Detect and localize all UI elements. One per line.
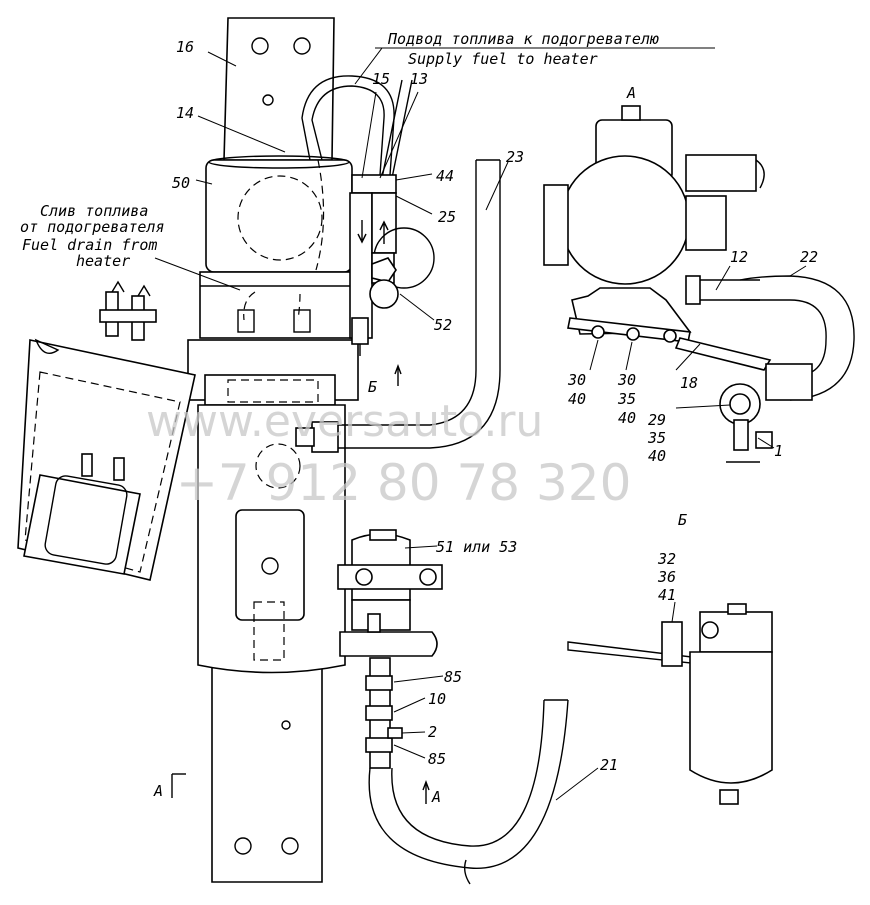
hose-21 <box>365 657 569 885</box>
fuel-filter-right <box>567 603 773 805</box>
part-label-40-c: 40 <box>648 447 666 465</box>
part-label-22: 22 <box>800 248 818 266</box>
part-label-1: 1 <box>774 442 783 460</box>
part-label-35-b: 35 <box>647 429 666 447</box>
part-label-52: 52 <box>434 316 452 334</box>
fuel-pump <box>349 174 435 356</box>
part-label-44: 44 <box>436 167 454 185</box>
part-label-2: 2 <box>428 723 437 741</box>
caption-drain-ru-1: Слив топлива <box>40 202 148 220</box>
view-a-top: А <box>626 84 636 102</box>
view-b-mark: Б <box>368 378 377 396</box>
pipe-23 <box>295 159 501 453</box>
part-label-32: 32 <box>657 550 676 568</box>
view-arrows <box>171 364 430 804</box>
view-a-left: А <box>153 782 163 800</box>
part-label-40-a: 40 <box>568 390 586 408</box>
part-label-29: 29 <box>648 411 666 429</box>
heater-view-a <box>543 105 855 463</box>
part-label-36: 36 <box>657 568 676 586</box>
caption-drain-ru-2: от подогревателя <box>20 218 165 236</box>
caption-supply-ru: Подвод топлива к подогревателю <box>387 30 659 48</box>
part-label-85-b: 85 <box>428 750 446 768</box>
part-label-18: 18 <box>680 374 698 392</box>
filter-can-left <box>17 280 196 581</box>
view-b-bottom: Б <box>678 511 687 529</box>
watermark-phone: +7 912 80 78 320 <box>176 454 631 512</box>
leader-lines <box>154 47 807 801</box>
part-label-40-b: 40 <box>618 409 636 427</box>
part-label-14: 14 <box>176 104 194 122</box>
part-label-23: 23 <box>506 148 524 166</box>
caption-drain-en-1: Fuel drain from <box>22 236 157 254</box>
pump-51 <box>337 529 443 657</box>
view-a-mid: А <box>431 788 441 806</box>
frame-plate <box>211 17 335 883</box>
part-label-51-or-53: 51 или 53 <box>436 538 517 556</box>
part-label-15: 15 <box>372 70 390 88</box>
part-label-35-a: 35 <box>617 390 636 408</box>
part-label-16: 16 <box>176 38 194 56</box>
watermark-site: www.eversauto.ru <box>146 396 543 447</box>
caption-drain-en-2: heater <box>76 252 130 270</box>
caption-supply-en: Supply fuel to heater <box>408 50 598 68</box>
part-label-12: 12 <box>730 248 748 266</box>
part-label-41: 41 <box>658 586 676 604</box>
part-label-50: 50 <box>172 174 190 192</box>
part-label-10: 10 <box>428 690 446 708</box>
part-label-30-b: 30 <box>617 371 636 389</box>
part-label-21: 21 <box>600 756 618 774</box>
part-label-13: 13 <box>410 70 428 88</box>
part-label-25: 25 <box>438 208 456 226</box>
part-label-85-a: 85 <box>444 668 462 686</box>
part-label-30-a: 30 <box>567 371 586 389</box>
heater-body <box>187 155 359 674</box>
